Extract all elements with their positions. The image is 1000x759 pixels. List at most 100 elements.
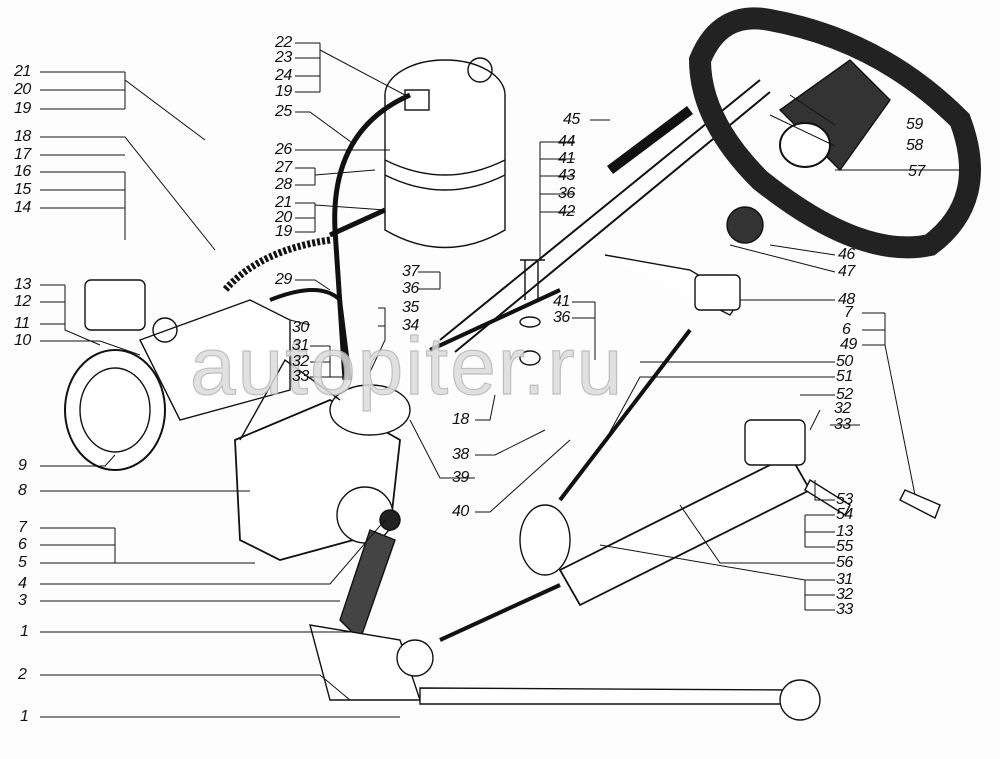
callout-label: 45 [563,111,580,128]
callout-label: 41 [553,293,570,310]
callout-label: 18 [14,128,31,145]
callout-label: 57 [908,163,925,180]
callout-label: 23 [275,49,292,66]
callout-label: 19 [275,83,292,100]
callout-label: 9 [18,457,27,474]
callout-label: 2 [18,666,27,683]
callout-label: 51 [836,368,853,385]
pitman-arm [339,529,396,642]
callout-label: 34 [402,317,419,334]
callout-label: 32 [836,586,853,603]
callout-label: 43 [558,167,575,184]
callout-label: 37 [402,263,419,280]
callout-label: 24 [275,67,292,84]
callout-label: 35 [402,299,419,316]
callout-label: 36 [553,309,570,326]
callout-label: 17 [14,146,31,163]
callout-label: 32 [292,353,309,370]
callout-label: 47 [838,263,855,280]
callout-label: 7 [18,519,27,536]
callout-label: 1 [20,623,29,640]
hose [269,288,352,381]
callout-label: 25 [275,103,292,120]
callout-label: 50 [836,353,853,370]
callout-label: 11 [14,315,30,332]
callout-label: 33 [292,368,309,385]
callout-label: 5 [18,554,27,571]
callout-label: 27 [275,159,292,176]
hose [328,207,387,238]
callout-label: 36 [558,185,575,202]
callout-label: 14 [14,199,31,216]
callout-label: 6 [842,321,851,338]
callout-label: 18 [452,411,469,428]
callout-label: 33 [836,601,853,618]
leader-lines [40,42,960,718]
callout-label: 29 [275,271,292,288]
callout-label: 38 [452,446,469,463]
callout-label: 12 [14,293,31,310]
callout-label: 21 [275,194,292,211]
power-cylinder [439,419,812,642]
callout-label: 30 [292,319,309,336]
callout-label: 15 [14,181,31,198]
callout-label: 49 [840,336,857,353]
callout-label: 33 [834,416,851,433]
callout-label: 53 [836,491,853,508]
bolt [899,489,941,519]
callout-label: 3 [18,592,27,609]
steering-wheel [688,7,981,259]
callout-label: 8 [18,482,27,499]
callout-label: 20 [275,209,292,226]
callout-label: 19 [275,223,292,240]
callout-label: 48 [838,291,855,308]
horn-button [726,206,764,244]
callout-label: 6 [18,536,27,553]
callout-label: 21 [14,63,31,80]
callout-label: 28 [275,176,292,193]
callout-label: 4 [18,575,27,592]
nut [519,350,541,366]
callout-label: 13 [14,276,31,293]
watermark: autopiter.ru [189,321,625,412]
callout-label: 7 [844,304,853,321]
callout-label: 26 [275,141,292,158]
callout-label: 55 [836,538,853,555]
callout-label: 31 [836,571,853,588]
ball-joint [396,639,434,677]
callout-label: 31 [292,337,309,354]
ball-joint [779,679,821,721]
callout-label: 41 [558,150,575,167]
callout-label: 20 [14,81,31,98]
callout-label: 32 [834,400,851,417]
callout-label: 59 [906,116,923,133]
callout-label: 36 [402,280,419,297]
callout-label: 22 [275,34,292,51]
power-steering-pump [64,279,291,471]
drag-link [419,687,791,705]
washer [519,316,541,328]
callout-label: 52 [836,386,853,403]
callout-label: 39 [452,469,469,486]
steering-gear [234,358,411,561]
pin [804,478,851,517]
callout-label: 44 [558,133,575,150]
steering-shaft [607,106,693,174]
callout-label: 42 [558,203,575,220]
callout-label: 54 [836,506,853,523]
hose [332,92,412,381]
callout-label: 40 [452,503,469,520]
callout-label: 58 [906,137,923,154]
callout-label: 1 [20,708,29,725]
hose [222,236,331,293]
callout-label: 19 [14,100,31,117]
callout-label: 10 [14,332,31,349]
callout-label: 46 [838,246,855,263]
bolt [520,259,545,300]
callout-label: 13 [836,523,853,540]
callout-label: 56 [836,554,853,571]
oil-reservoir [384,57,506,249]
switch-body [694,274,741,311]
